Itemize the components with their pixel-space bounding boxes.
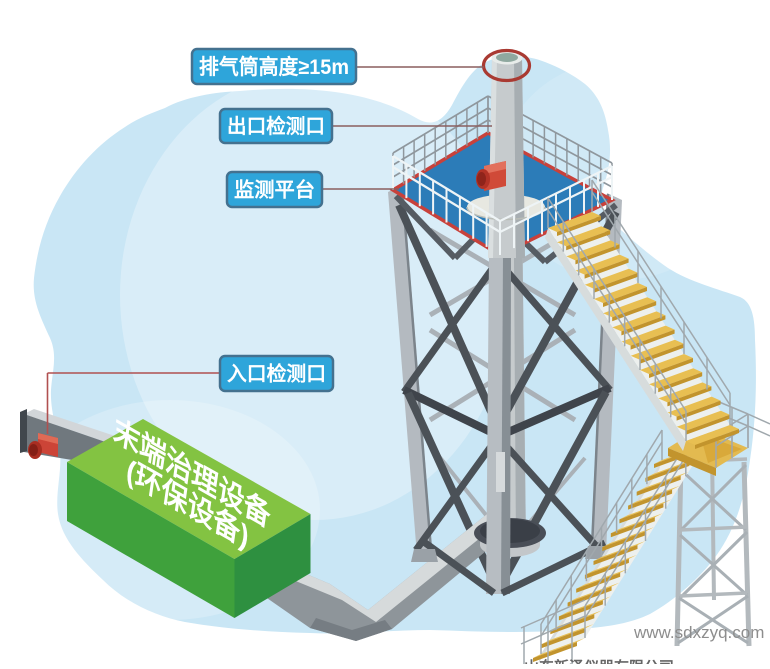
svg-text:排气筒高度≥15m: 排气筒高度≥15m	[199, 55, 349, 79]
svg-text:山东新泽仪器有限公司: 山东新泽仪器有限公司	[524, 658, 674, 664]
svg-text:入口检测口: 入口检测口	[227, 362, 326, 386]
svg-text:www.sdxzyq.com: www.sdxzyq.com	[633, 623, 764, 642]
svg-text:出口检测口: 出口检测口	[227, 114, 325, 138]
svg-text:监测平台: 监测平台	[234, 178, 315, 202]
